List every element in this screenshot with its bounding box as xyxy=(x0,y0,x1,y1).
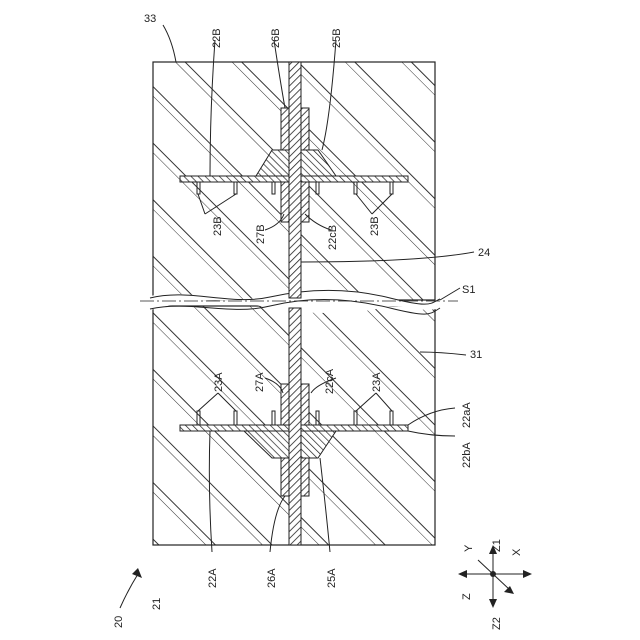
label-22cA: 22cA xyxy=(324,368,336,394)
label-26A: 26A xyxy=(266,568,278,588)
label-24: 24 xyxy=(478,247,490,259)
label-22B: 22B xyxy=(211,28,223,48)
axis-label-y: Y xyxy=(463,544,475,552)
label-22cB: 22cB xyxy=(327,225,339,250)
label-23B-left: 23B xyxy=(212,216,224,236)
label-25A: 25A xyxy=(326,568,338,588)
axis-label-z2: Z2 xyxy=(491,617,503,630)
vertical-member-24-lower-overlay xyxy=(289,308,301,545)
label-23A-right: 23A xyxy=(371,372,383,392)
label-27B: 27B xyxy=(255,224,267,244)
label-25B: 25B xyxy=(331,28,343,48)
label-31: 31 xyxy=(470,349,482,361)
label-20: 20 xyxy=(113,616,125,628)
label-33: 33 xyxy=(144,13,156,25)
label-21: 21 xyxy=(151,598,163,610)
label-26B: 26B xyxy=(270,28,282,48)
label-27A: 27A xyxy=(254,372,266,392)
label-23A-left: 23A xyxy=(213,372,225,392)
axis-label-x: X xyxy=(511,548,523,556)
axis-label-z: Z xyxy=(461,593,473,600)
label-22A: 22A xyxy=(207,568,219,588)
vertical-member-24-upper-overlay xyxy=(289,62,301,298)
label-S1: S1 xyxy=(462,284,475,296)
axis-label-z1: Z1 xyxy=(491,539,503,552)
axis-indicator: Z1 Y X Z Z2 xyxy=(458,539,532,630)
label-22bA: 22bA xyxy=(461,442,473,468)
label-23B-right: 23B xyxy=(369,216,381,236)
label-22aA: 22aA xyxy=(461,402,473,428)
